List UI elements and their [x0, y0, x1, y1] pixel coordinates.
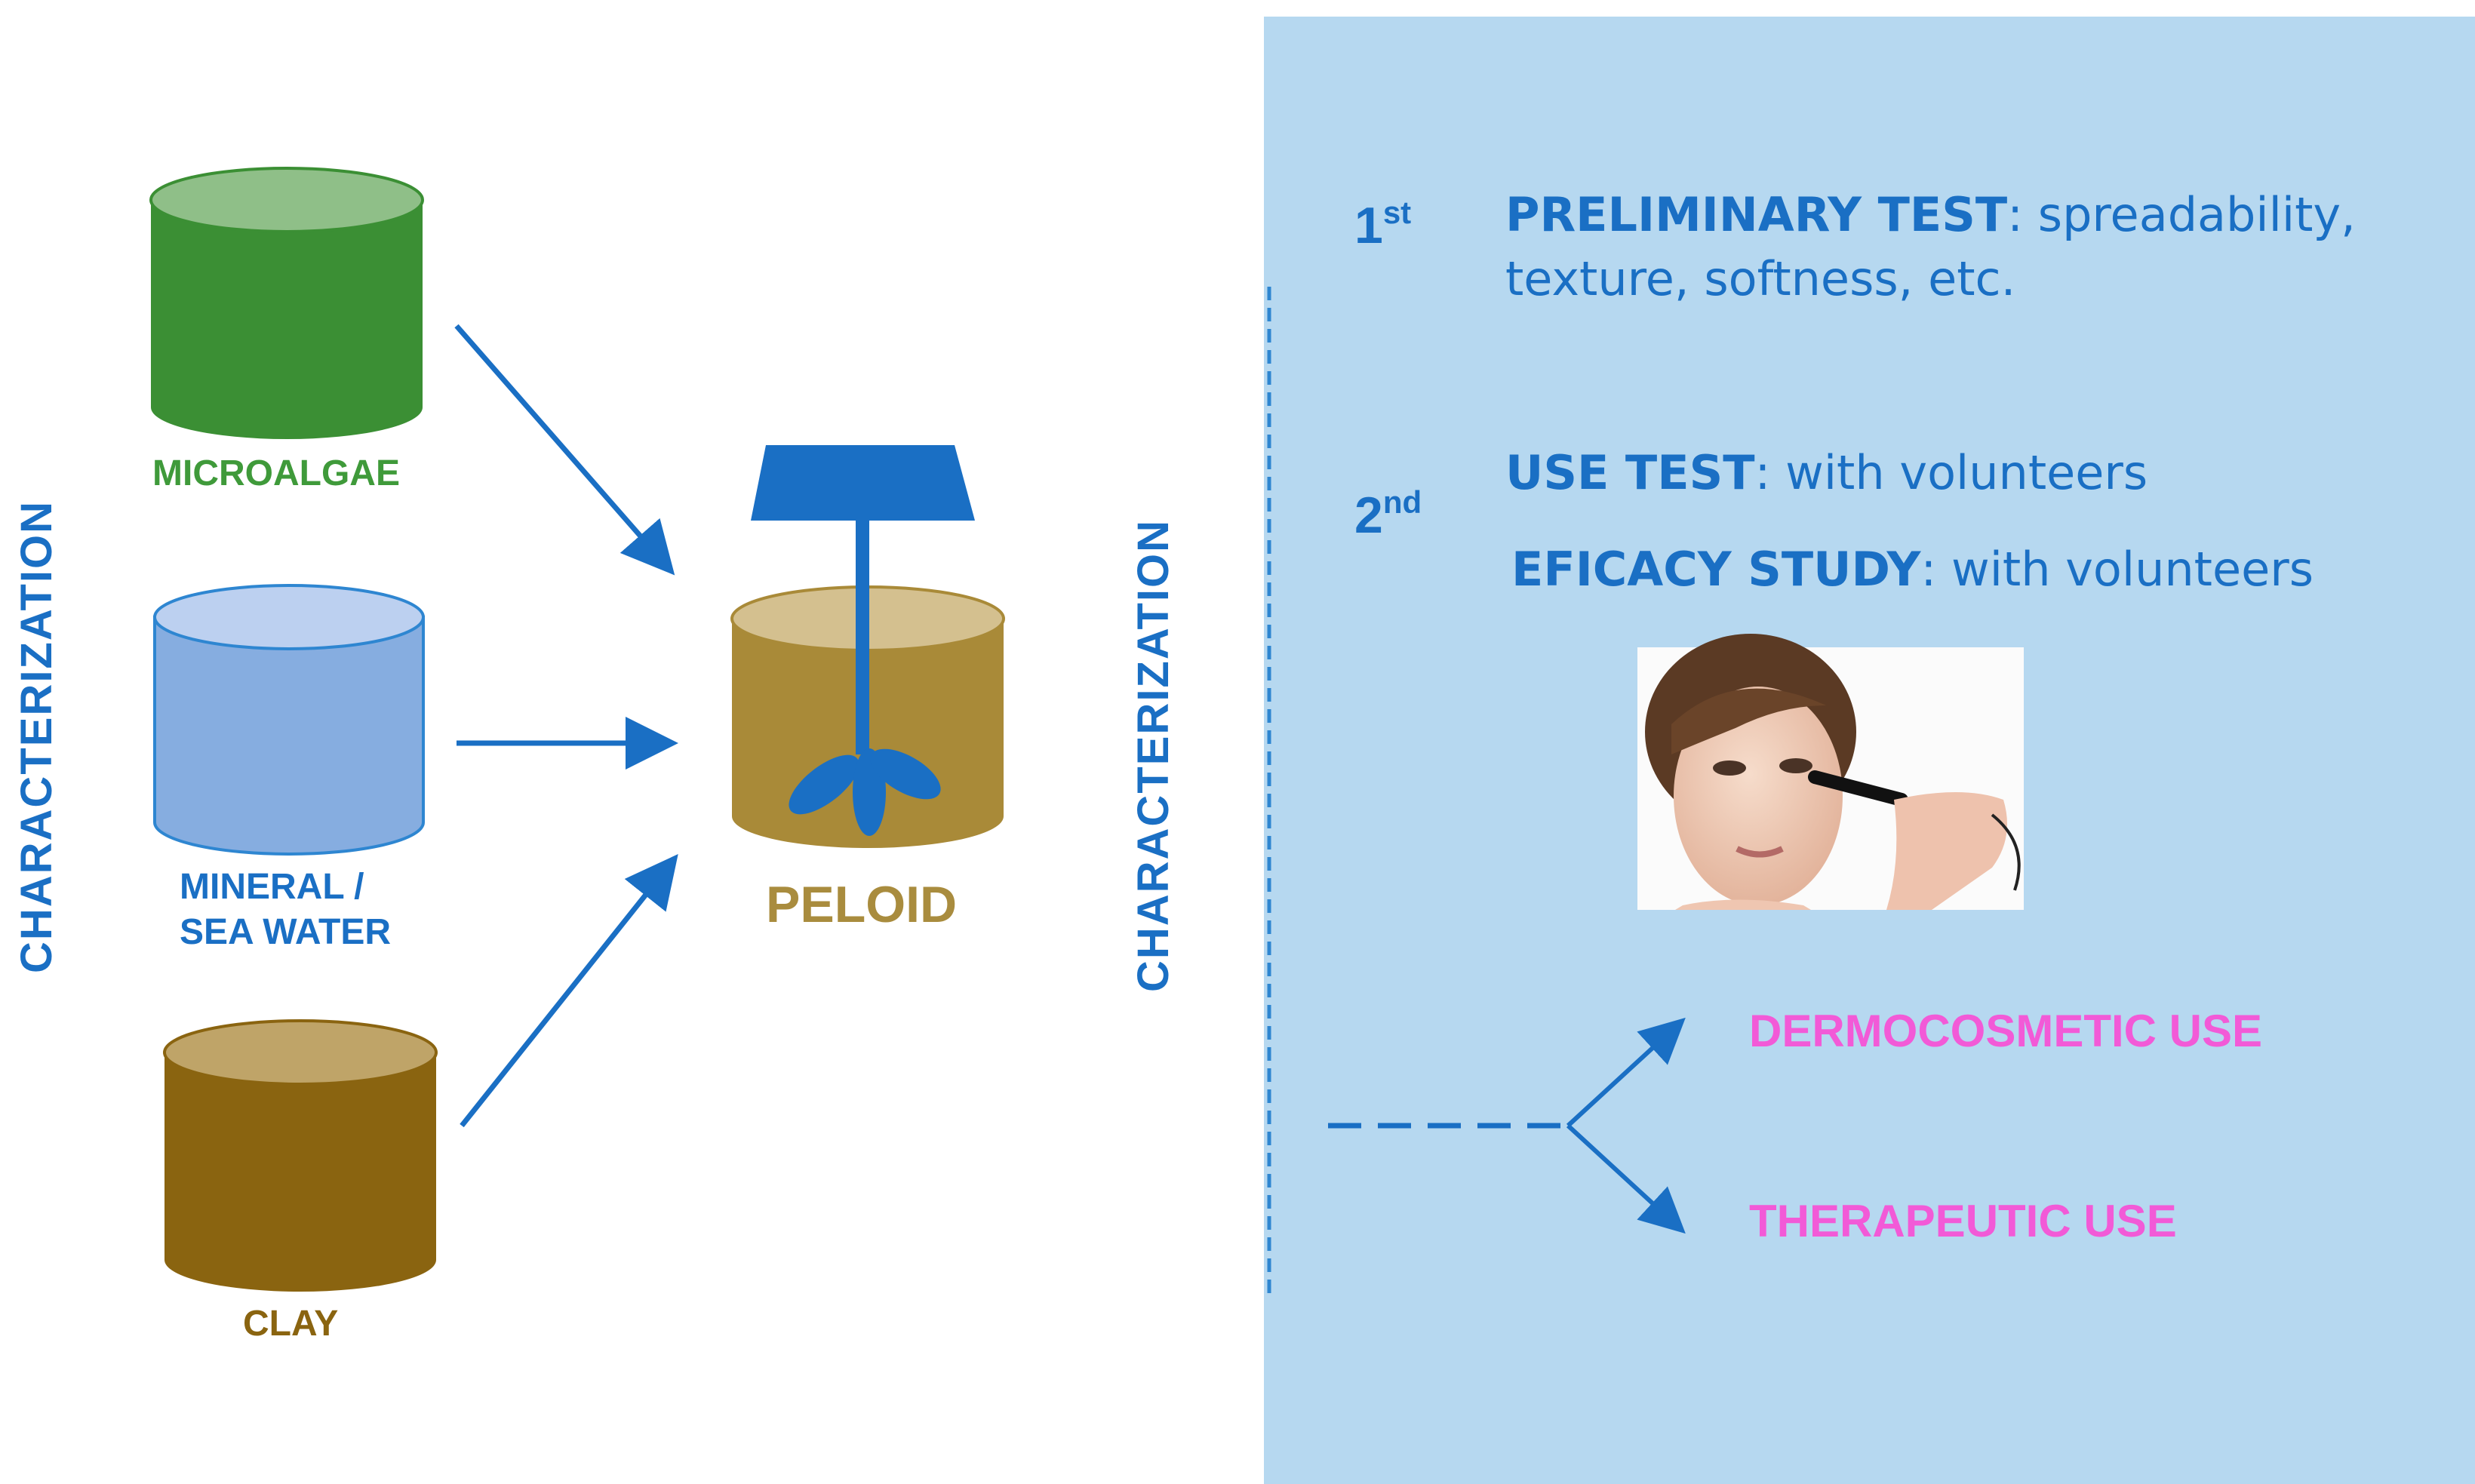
left-characterization-label: CHARACTERIZATION: [12, 500, 61, 973]
peloid-label: PELOID: [766, 876, 958, 933]
clay-label: CLAY: [243, 1304, 339, 1344]
efficacy-study-title: EFICACY STUDY: [1511, 542, 1921, 597]
water-label-line1: MINERAL /: [180, 867, 364, 907]
water-cylinder: [153, 584, 425, 856]
dermocosmetic-use-label: DERMOCOSMETIC USE: [1749, 1006, 2263, 1056]
water-label-line2: SEA WATER: [180, 912, 392, 952]
second-ordinal: 2nd: [1354, 484, 1422, 544]
use-test-title: USE TEST: [1505, 445, 1755, 500]
preliminary-test-title: PRELIMINARY TEST: [1505, 187, 2008, 242]
arrow-clay-to-peloid: [460, 854, 678, 1128]
therapeutic-use-label: THERAPEUTIC USE: [1749, 1196, 2177, 1246]
peloid-plant-icon: [751, 445, 975, 836]
arrow-to-therapeutic: [1566, 1123, 1686, 1234]
arrow-microalgae-to-peloid: [454, 324, 675, 576]
efficacy-study-line: EFICACY STUDY: with volunteers: [1511, 542, 2314, 597]
use-test-line: USE TEST: with volunteers: [1505, 445, 2148, 500]
woman-skin-probe-photo: [1637, 634, 2024, 910]
preliminary-test-line1: PRELIMINARY TEST: spreadability,: [1505, 187, 2356, 242]
middle-characterization-label: CHARACTERIZATION: [1129, 519, 1178, 992]
clay-cylinder: [163, 1019, 438, 1292]
microalgae-cylinder: [149, 167, 424, 439]
arrow-to-dermocosmetic: [1566, 1017, 1686, 1128]
first-ordinal: 1st: [1354, 195, 1412, 254]
preliminary-test-line2: texture, softness, etc.: [1505, 251, 2016, 306]
microalgae-label: MICROALGAE: [152, 453, 400, 493]
